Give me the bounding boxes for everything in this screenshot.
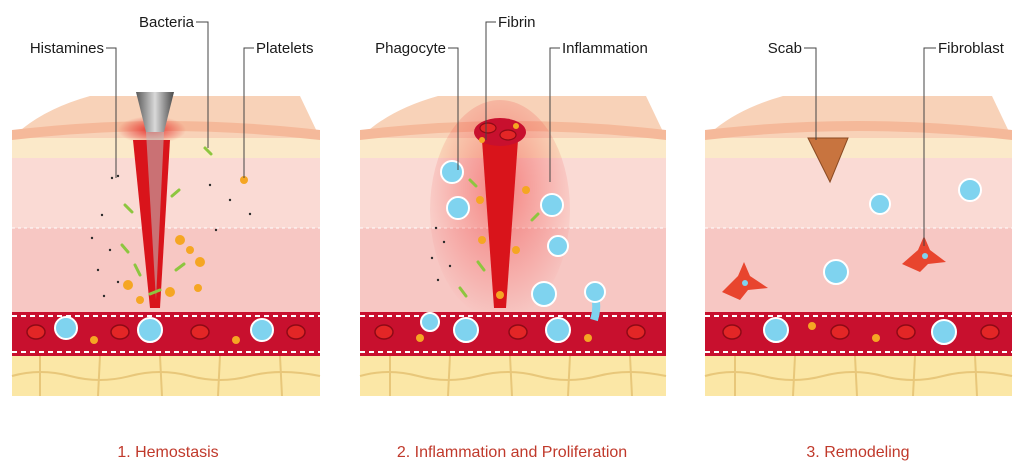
label-fibroblast: Fibroblast bbox=[938, 40, 1005, 57]
caption-hemostasis: 1. Hemostasis bbox=[117, 444, 218, 461]
panel-inflammation-proliferation: Phagocyte Fibrin Inflammation 2. Inflamm… bbox=[360, 14, 666, 461]
caption-remodeling: 3. Remodeling bbox=[806, 444, 909, 461]
label-inflammation: Inflammation bbox=[562, 40, 648, 57]
panel-hemostasis: Histamines Bacteria Platelets 1. Hemosta… bbox=[12, 14, 320, 461]
label-histamines: Histamines bbox=[30, 40, 104, 57]
caption-inflammation-proliferation: 2. Inflammation and Proliferation bbox=[397, 444, 627, 461]
label-fibrin: Fibrin bbox=[498, 14, 536, 31]
panel-remodeling: Scab Fibroblast 3. Remodeling bbox=[705, 40, 1012, 461]
label-scab: Scab bbox=[768, 40, 802, 57]
label-platelets: Platelets bbox=[256, 40, 314, 57]
label-bacteria: Bacteria bbox=[139, 14, 195, 31]
fibrin-clot bbox=[474, 118, 526, 146]
label-phagocyte: Phagocyte bbox=[375, 40, 446, 57]
skin-block-3 bbox=[705, 96, 1012, 396]
